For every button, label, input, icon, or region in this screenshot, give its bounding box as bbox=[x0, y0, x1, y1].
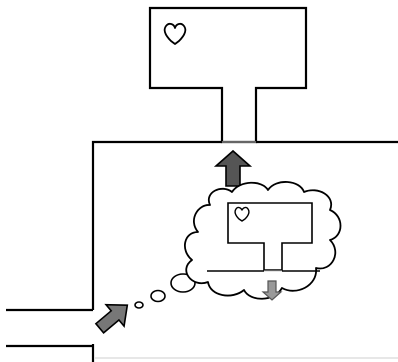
thought-bubble-small bbox=[134, 301, 144, 309]
thought-goal-room bbox=[227, 202, 313, 271]
arrow-up-right-icon bbox=[94, 303, 129, 335]
entry-corridor bbox=[6, 308, 93, 348]
arrow-up-icon bbox=[213, 149, 253, 187]
arrow-down-icon bbox=[261, 280, 283, 301]
heart-icon bbox=[234, 206, 250, 222]
heart-icon bbox=[163, 22, 187, 45]
main-room-top-wall-left bbox=[91, 140, 222, 310]
goal-room bbox=[148, 6, 308, 144]
thought-bubble-medium bbox=[150, 289, 166, 303]
